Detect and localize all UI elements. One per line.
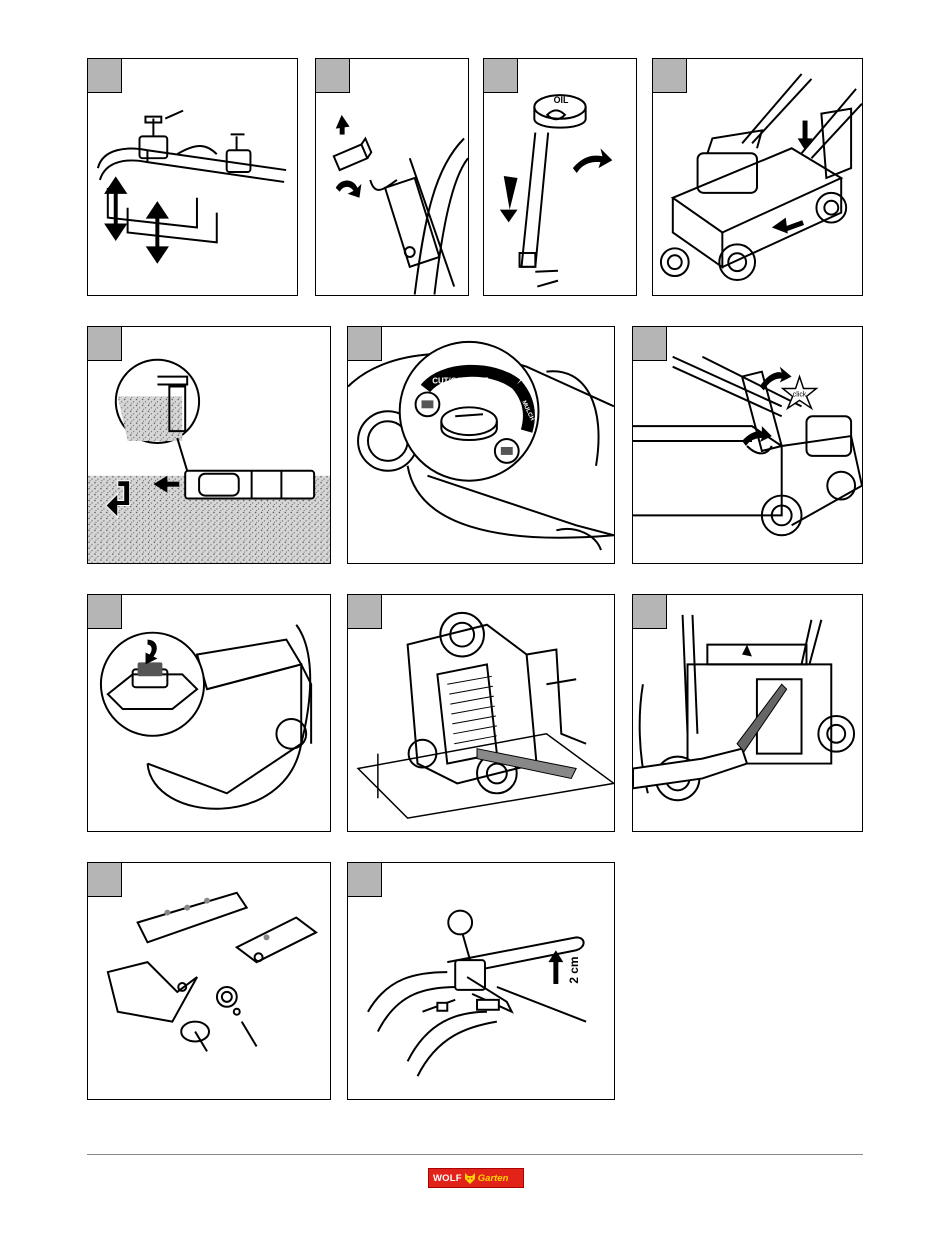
figure-handle-height: [87, 58, 298, 296]
logo-garten-text: Garten: [478, 1173, 509, 1184]
mowing-direction-illustration: [88, 327, 330, 563]
figure-grass-box-attach: [652, 58, 863, 296]
cable-plug-illustration: [316, 59, 468, 295]
click-label: click: [793, 391, 807, 398]
figure-cleaning-brush: [632, 594, 863, 832]
fill-indicator-illustration: [88, 595, 330, 831]
mower-tilted-illustration: [348, 595, 614, 831]
grass-box-click-illustration: click: [633, 327, 862, 563]
dial-cut-label: CUT/COLLECT: [432, 377, 488, 386]
footer-rule: [87, 1154, 863, 1155]
brand-logo: WOLF Garten: [428, 1168, 524, 1188]
figure-grass-box-click: click: [632, 326, 863, 564]
figure-oil-dipstick: OIL: [483, 58, 637, 296]
blade-exploded-illustration: [88, 863, 330, 1099]
figure-mower-tilted: [347, 594, 615, 832]
logo-wolf-text: WOLF: [429, 1173, 462, 1184]
oil-label: OIL: [554, 95, 569, 105]
handle-adjust-illustration: [88, 59, 297, 295]
figure-cable-connector: [315, 58, 469, 296]
cleaning-illustration: [633, 595, 862, 831]
measure-label: 2 cm: [567, 957, 581, 984]
mower-front-illustration: [653, 59, 862, 295]
figure-blade-exploded: [87, 862, 331, 1100]
figure-mowing-pattern: [87, 326, 331, 564]
brake-cable-adjust-illustration: 2 cm: [348, 863, 614, 1099]
figure-fill-indicator: [87, 594, 331, 832]
figure-mode-dial: CUT/COLLECT MULCH: [347, 326, 615, 564]
wolf-head-icon: [464, 1171, 476, 1185]
figure-brake-cable: 2 cm: [347, 862, 615, 1100]
oil-dipstick-illustration: OIL: [484, 59, 636, 295]
cut-collect-mulch-dial-illustration: CUT/COLLECT MULCH: [348, 327, 614, 563]
